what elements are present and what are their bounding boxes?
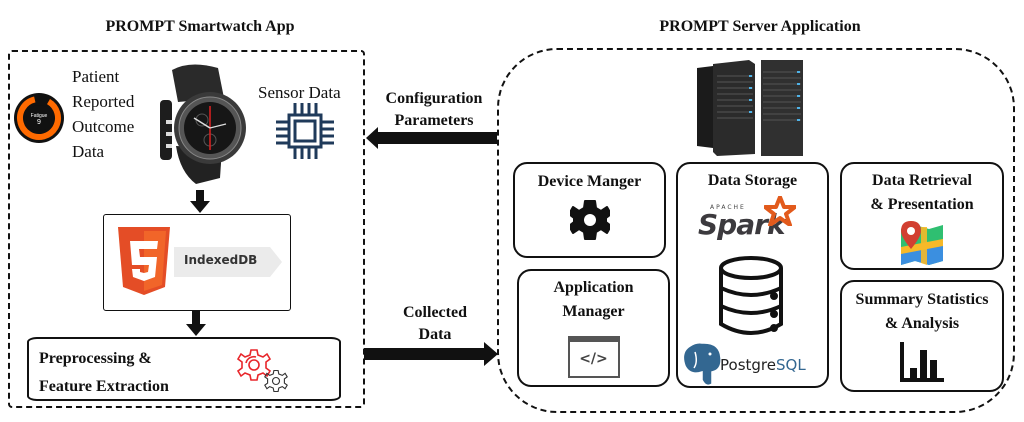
pro-face-value: 9 (37, 119, 41, 126)
application-manager-title: Application Manager (519, 276, 668, 324)
database-icon (716, 256, 786, 336)
sensor-data-label: Sensor Data (258, 83, 341, 102)
config-arrow-left (366, 127, 498, 149)
code-window-icon: </> (567, 336, 620, 378)
collected-data-label: Collected Data (380, 302, 490, 346)
gear-icon (569, 199, 610, 241)
collected-line: Collected (403, 304, 467, 321)
preprocessing-line: Feature Extraction (39, 378, 169, 395)
server-racks-image (697, 58, 805, 158)
server-app-title: PROMPT Server Application (659, 18, 861, 35)
summary-statistics-box: Summary Statistics & Analysis (840, 280, 1004, 392)
retrieval-line: & Presentation (870, 196, 974, 213)
bar-chart-icon (898, 340, 946, 384)
spark-apache-text: APACHE (710, 204, 746, 211)
config-parameters-label: Configuration Parameters (374, 88, 494, 132)
apache-spark-logo: APACHE Spark (698, 196, 808, 252)
postgres-text-a: Postgre (720, 356, 776, 374)
down-arrow-storage-to-preprocessing (185, 311, 207, 337)
server-app-container (497, 48, 1015, 413)
config-line: Parameters (394, 112, 474, 129)
application-manager-line: Manager (562, 303, 625, 320)
postgresql-logo: PostgreSQL (680, 340, 830, 388)
summary-line: & Analysis (884, 315, 960, 332)
device-manager-box: Device Manger (513, 162, 666, 258)
data-retrieval-title: Data Retrieval & Presentation (842, 169, 1002, 217)
smartwatch-app-container (8, 50, 365, 408)
postgresql-text: PostgreSQL (720, 356, 806, 374)
pro-line: Outcome (72, 117, 135, 136)
preprocessing-box: Preprocessing & Feature Extraction (27, 337, 341, 401)
code-glyph: </> (579, 351, 608, 367)
pro-face-label: Fatigue (31, 113, 48, 119)
config-line: Configuration (385, 90, 483, 107)
data-storage-box: Data Storage APACHE Spark PostgreSQL (676, 162, 829, 388)
map-pin-icon (897, 219, 947, 267)
smartwatch-app-title: PROMPT Smartwatch App (105, 18, 295, 35)
device-manager-title: Device Manger (537, 173, 642, 190)
html5-logo-icon (114, 227, 174, 297)
postgres-text-b: SQL (775, 356, 806, 374)
application-manager-line: Application (553, 279, 634, 296)
gears-icon (236, 347, 296, 397)
pro-line: Patient (72, 67, 120, 86)
data-storage-title: Data Storage (707, 172, 798, 189)
application-manager-box: Application Manager </> (517, 269, 670, 387)
postgres-elephant-icon (682, 342, 722, 387)
collected-arrow-right (364, 342, 498, 366)
preprocessing-title: Preprocessing & Feature Extraction (39, 345, 169, 401)
pro-watch-face-icon: Fatigue 9 (13, 92, 65, 144)
collected-line: Data (418, 326, 452, 343)
pro-line: Reported (72, 92, 135, 111)
data-retrieval-box: Data Retrieval & Presentation (840, 162, 1004, 270)
summary-statistics-title: Summary Statistics & Analysis (842, 288, 1002, 336)
smartwatch-image (150, 62, 250, 186)
pro-line: Data (72, 142, 105, 161)
pro-label: Patient Reported Outcome Data (72, 64, 134, 164)
indexeddb-label: IndexedDB (184, 253, 258, 267)
retrieval-line: Data Retrieval (872, 172, 972, 189)
chip-icon (273, 100, 337, 162)
spark-star-icon (764, 196, 796, 226)
indexeddb-tag: IndexedDB (174, 247, 282, 277)
summary-line: Summary Statistics (855, 291, 989, 308)
indexeddb-box: IndexedDB (103, 214, 291, 311)
down-arrow-watch-to-storage (189, 190, 211, 214)
preprocessing-line: Preprocessing & (39, 350, 152, 367)
